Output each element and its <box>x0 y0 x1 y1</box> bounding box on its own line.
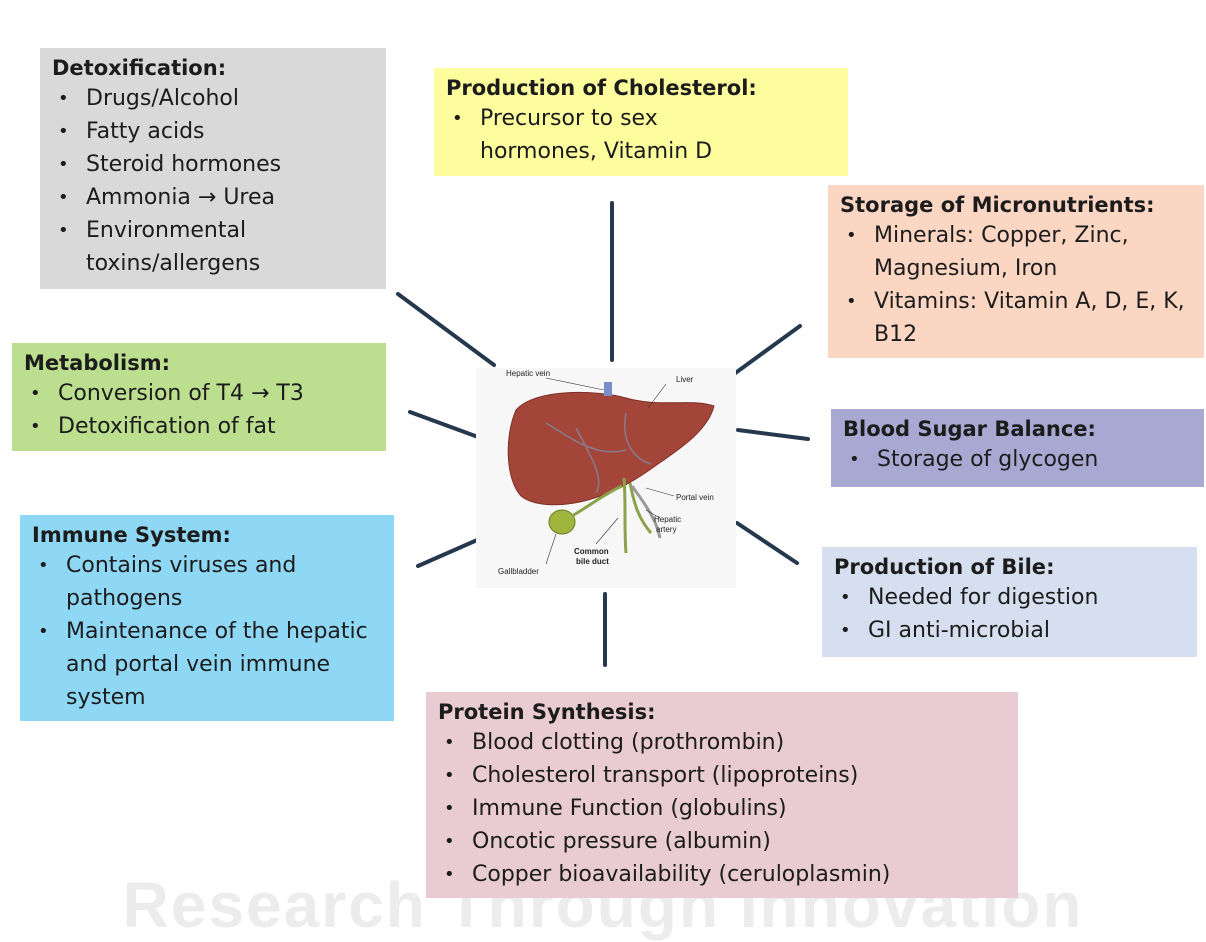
list-item: Conversion of T4 → T3 <box>24 377 376 410</box>
label-common-bile-duct-1: Common <box>574 547 609 556</box>
label-hepatic-artery-1: Hepatic <box>654 515 681 524</box>
gallbladder-shape <box>549 510 575 534</box>
list-item: GI anti-microbial <box>834 614 1187 647</box>
detoxification-list: Drugs/Alcohol Fatty acids Steroid hormon… <box>52 82 376 280</box>
connector-metabolism <box>410 412 478 437</box>
bile-title: Production of Bile: <box>834 553 1187 581</box>
list-item: Precursor to sex hormones, Vitamin D <box>446 102 730 168</box>
bile-box: Production of Bile: Needed for digestion… <box>822 547 1197 657</box>
label-portal-vein: Portal vein <box>676 493 714 502</box>
micronutrients-title: Storage of Micronutrients: <box>840 191 1194 219</box>
micronutrients-box: Storage of Micronutrients: Minerals: Cop… <box>828 185 1204 358</box>
list-item: Blood clotting (prothrombin) <box>438 726 1008 759</box>
cholesterol-list: Precursor to sex hormones, Vitamin D <box>446 102 838 168</box>
list-item: Minerals: Copper, Zinc, Magnesium, Iron <box>840 219 1194 285</box>
blood-sugar-box: Blood Sugar Balance: Storage of glycogen <box>831 409 1204 487</box>
blood-sugar-title: Blood Sugar Balance: <box>843 415 1194 443</box>
hepatic-vein-stub <box>604 382 612 396</box>
bile-list: Needed for digestion GI anti-microbial <box>834 581 1187 647</box>
cholesterol-title: Production of Cholesterol: <box>446 74 838 102</box>
connector-bile <box>737 523 797 563</box>
metabolism-box: Metabolism: Conversion of T4 → T3 Detoxi… <box>12 343 386 451</box>
list-item: Fatty acids <box>52 115 376 148</box>
list-item: Cholesterol transport (lipoproteins) <box>438 759 1008 792</box>
list-item: Copper bioavailability (ceruloplasmin) <box>438 858 1008 891</box>
label-hepatic-artery-2: artery <box>656 525 676 534</box>
list-item: Contains viruses and pathogens <box>32 549 384 615</box>
label-hepatic-vein: Hepatic vein <box>506 369 550 378</box>
label-common-bile-duct-2: bile duct <box>576 557 609 566</box>
list-item: Needed for digestion <box>834 581 1187 614</box>
label-liver: Liver <box>676 375 694 384</box>
connector-immune <box>418 537 484 566</box>
list-item: Detoxification of fat <box>24 410 376 443</box>
protein-synthesis-box: Protein Synthesis: Blood clotting (proth… <box>426 692 1018 898</box>
detoxification-box: Detoxification: Drugs/Alcohol Fatty acid… <box>40 48 386 289</box>
list-item: Storage of glycogen <box>843 443 1194 476</box>
cholesterol-box: Production of Cholesterol: Precursor to … <box>434 68 848 176</box>
list-item: Ammonia → Urea <box>52 181 376 214</box>
metabolism-title: Metabolism: <box>24 349 376 377</box>
connector-detox <box>398 294 494 365</box>
connector-blood-sugar <box>738 430 808 439</box>
connector-micronutrients <box>734 326 800 374</box>
liver-illustration: Hepatic vein Liver Portal vein Hepatic a… <box>476 368 736 588</box>
detoxification-title: Detoxification: <box>52 54 376 82</box>
micronutrients-list: Minerals: Copper, Zinc, Magnesium, Iron … <box>840 219 1194 351</box>
immune-system-list: Contains viruses and pathogens Maintenan… <box>32 549 384 714</box>
list-item: Environmental toxins/allergens <box>52 214 316 280</box>
protein-synthesis-list: Blood clotting (prothrombin) Cholesterol… <box>438 726 1008 891</box>
list-item: Vitamins: Vitamin A, D, E, K, B12 <box>840 285 1194 351</box>
list-item: Oncotic pressure (albumin) <box>438 825 1008 858</box>
blood-sugar-list: Storage of glycogen <box>843 443 1194 476</box>
immune-system-box: Immune System: Contains viruses and path… <box>20 515 394 721</box>
list-item: Drugs/Alcohol <box>52 82 376 115</box>
protein-synthesis-title: Protein Synthesis: <box>438 698 1008 726</box>
list-item: Maintenance of the hepatic and portal ve… <box>32 615 384 714</box>
label-gallbladder: Gallbladder <box>498 567 539 576</box>
immune-system-title: Immune System: <box>32 521 384 549</box>
metabolism-list: Conversion of T4 → T3 Detoxification of … <box>24 377 376 443</box>
list-item: Steroid hormones <box>52 148 376 181</box>
list-item: Immune Function (globulins) <box>438 792 1008 825</box>
